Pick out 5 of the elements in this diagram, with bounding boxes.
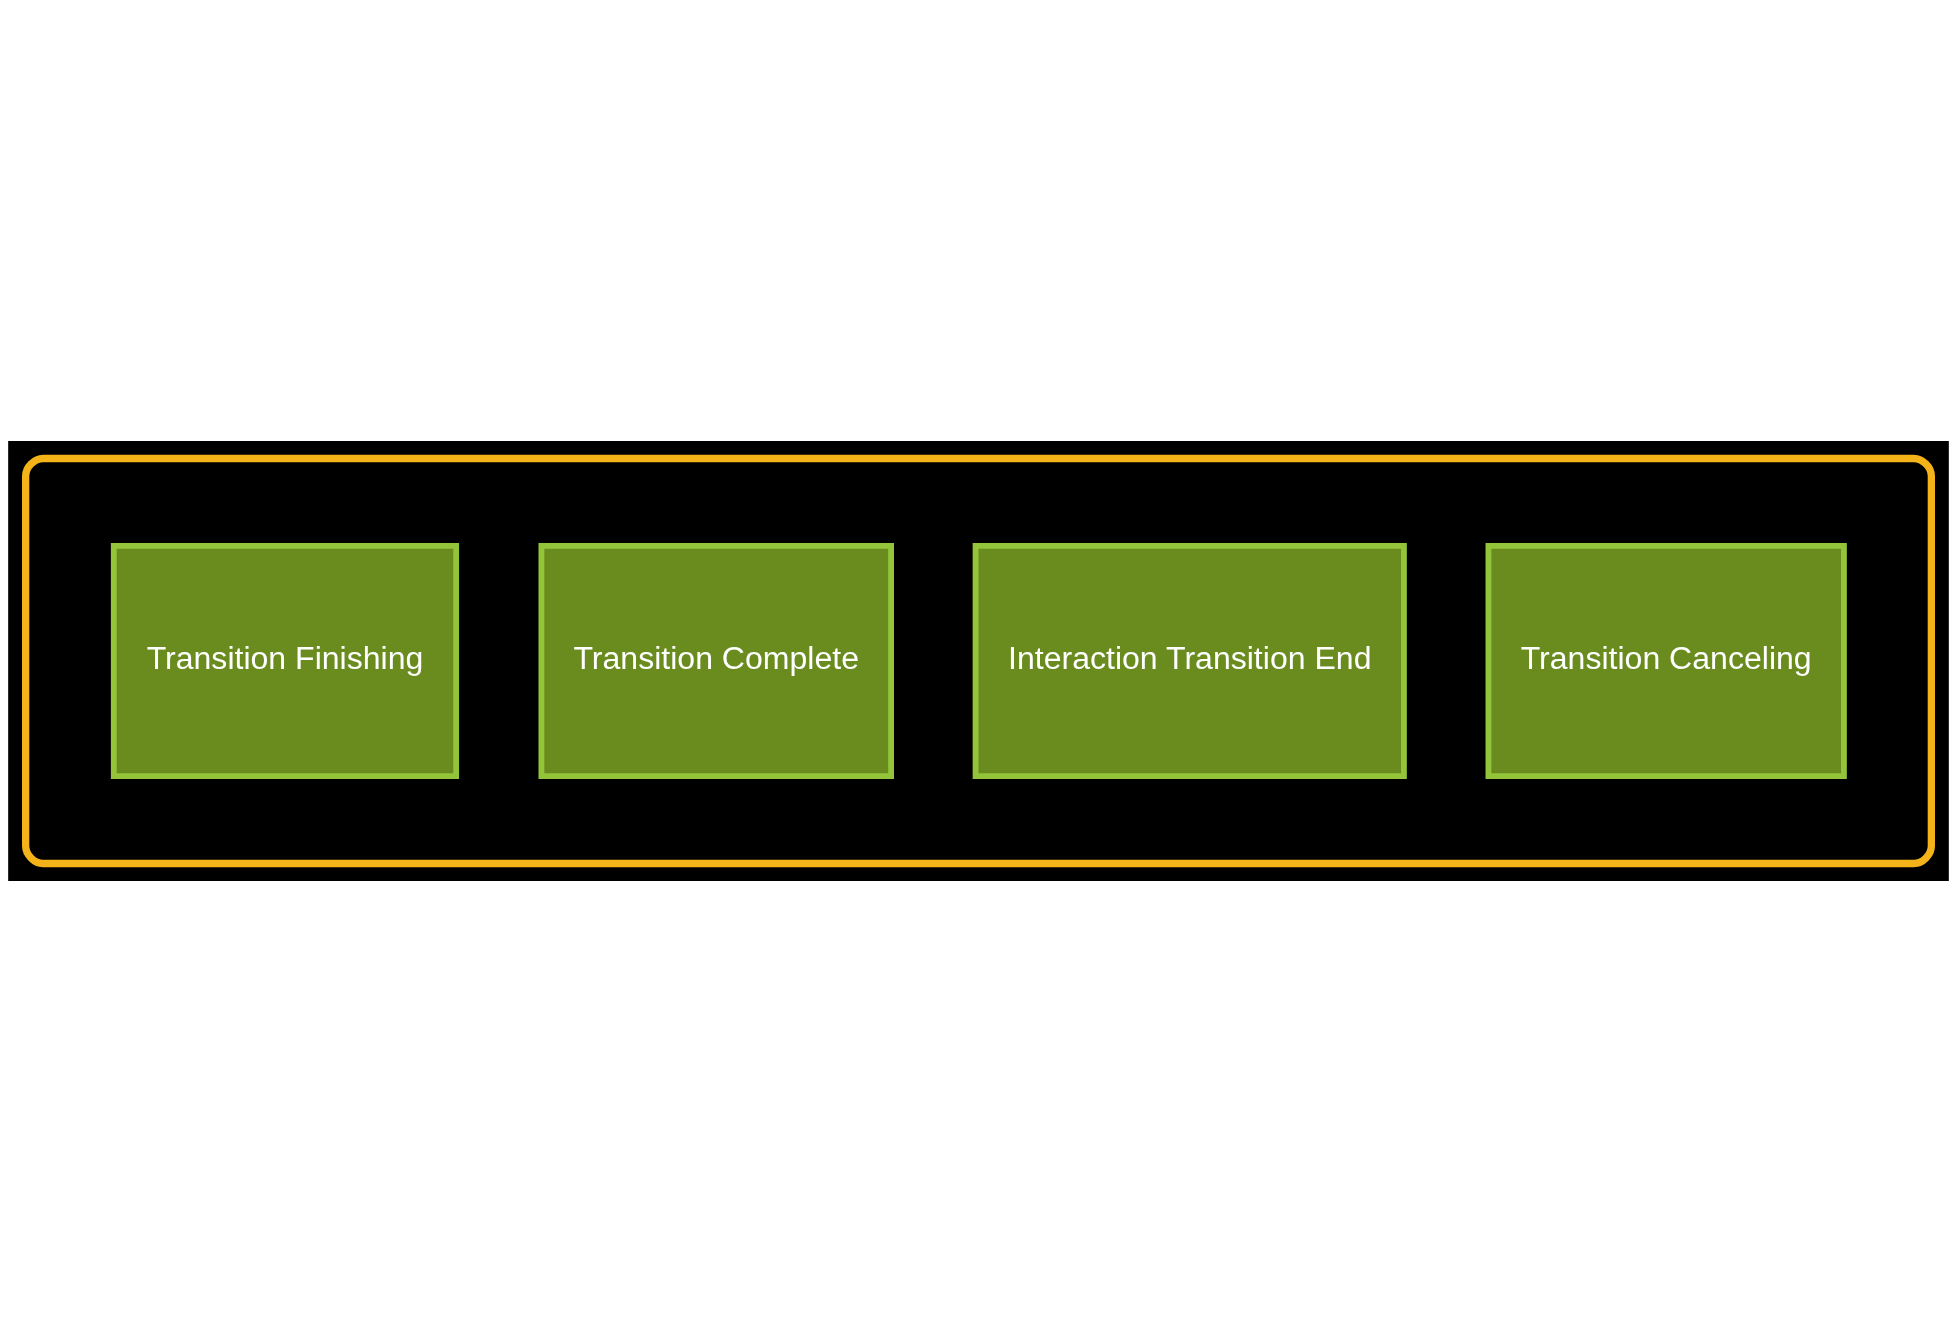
cluster — [22, 454, 1935, 868]
node-box: Transition Finishing — [110, 543, 460, 779]
node-box: Transition Complete — [538, 543, 894, 779]
node-box: Interaction Transition End — [972, 543, 1407, 779]
node-box: Transition Canceling — [1485, 543, 1847, 779]
